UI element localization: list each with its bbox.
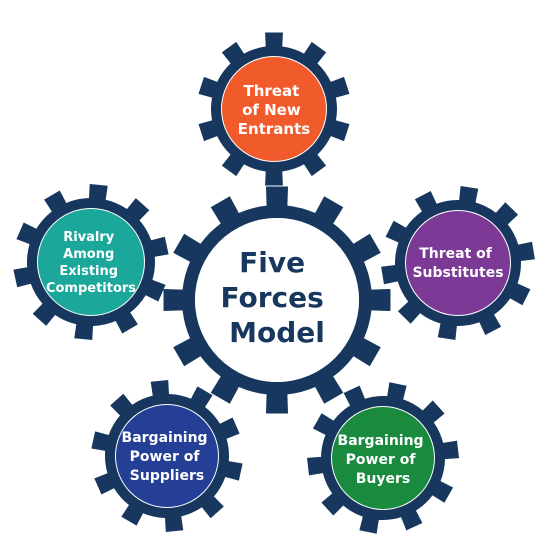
buyers-fill <box>332 407 434 509</box>
center-gear: Five Forces Model <box>163 186 391 414</box>
force-gear-buyers: Bargaining Power of Buyers <box>307 382 459 534</box>
new-entrants-line-3: Entrants <box>238 120 310 138</box>
buyers-line-2: Power of <box>346 452 417 468</box>
force-gear-new-entrants: Threat of New Entrants <box>198 32 350 186</box>
rivalry-fill <box>38 209 144 315</box>
substitutes-line-1: Threat of <box>419 246 493 262</box>
new-entrants-line-1: Threat <box>243 82 299 100</box>
new-entrants-fill <box>222 57 326 161</box>
buyers-label: Bargaining Power of Buyers <box>338 433 429 487</box>
force-gear-suppliers: Bargaining Power of Suppliers <box>91 380 243 532</box>
suppliers-line-3: Suppliers <box>130 468 204 484</box>
substitutes-label: Threat of Substitutes <box>412 246 503 281</box>
rivalry-line-3: Existing <box>59 264 118 279</box>
substitutes-fill <box>406 211 510 315</box>
suppliers-line-1: Bargaining <box>122 430 208 446</box>
rivalry-gear-shape <box>13 184 169 340</box>
suppliers-label: Bargaining Power of Suppliers <box>122 430 213 484</box>
rivalry-line-4: Competitors <box>46 281 136 296</box>
rivalry-line-1: Rivalry <box>63 230 115 245</box>
rivalry-label: Rivalry Among Existing Competitors <box>46 230 136 296</box>
suppliers-line-2: Power of <box>130 449 201 465</box>
substitutes-gear-shape <box>381 186 535 340</box>
center-gear-hub <box>195 218 359 382</box>
suppliers-fill <box>116 405 218 507</box>
force-gear-substitutes: Threat of Substitutes <box>381 186 535 340</box>
buyers-gear-shape <box>307 382 459 534</box>
rivalry-line-2: Among <box>63 247 114 262</box>
center-title-line-3: Model <box>229 316 325 349</box>
new-entrants-gear-shape <box>198 32 350 186</box>
new-entrants-line-2: of New <box>242 101 301 119</box>
center-title: Five Forces Model <box>220 246 333 349</box>
new-entrants-label: Threat of New Entrants <box>238 82 310 138</box>
buyers-line-1: Bargaining <box>338 433 424 449</box>
suppliers-gear-shape <box>91 380 243 532</box>
center-title-line-2: Forces <box>220 281 323 314</box>
buyers-line-3: Buyers <box>356 471 411 487</box>
force-gear-rivalry: Rivalry Among Existing Competitors <box>13 184 169 340</box>
substitutes-line-2: Substitutes <box>412 265 503 281</box>
center-title-line-1: Five <box>239 246 305 279</box>
